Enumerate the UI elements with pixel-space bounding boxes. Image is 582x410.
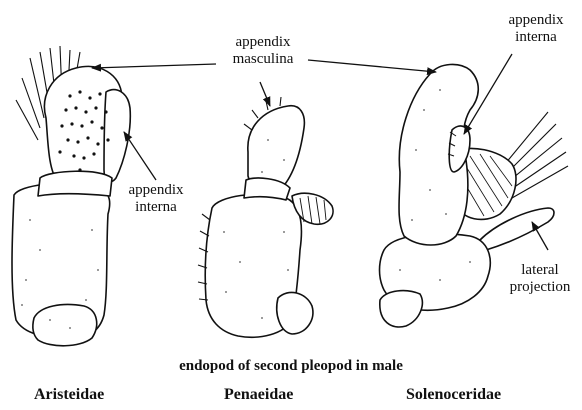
label-appendix-interna-left-line2: interna xyxy=(118,199,194,216)
label-appendix-interna-left-line1: appendix xyxy=(118,182,194,199)
penaeidae-endopod xyxy=(198,97,333,337)
label-appendix-interna-top: appendix interna xyxy=(498,12,574,46)
arrow-masculina-penaeidae xyxy=(260,82,270,106)
label-appendix-masculina: appendix masculina xyxy=(214,34,312,68)
label-appendix-interna-left: appendix interna xyxy=(118,182,194,216)
family-label-solenoceridae: Solenoceridae xyxy=(406,386,501,404)
arrow-interna-aristeidae xyxy=(124,132,156,180)
aristeidae-endopod xyxy=(12,46,130,346)
label-lateral-projection-line2: projection xyxy=(500,279,580,296)
arrow-masculina-solenoceridae xyxy=(308,60,436,72)
label-appendix-masculina-line2: masculina xyxy=(214,51,312,68)
label-lateral-projection: lateral projection xyxy=(500,262,580,296)
family-label-aristeidae: Aristeidae xyxy=(34,386,104,404)
arrow-masculina-aristeidae xyxy=(92,64,216,68)
family-label-penaeidae: Penaeidae xyxy=(224,386,293,404)
label-appendix-interna-top-line1: appendix xyxy=(498,12,574,29)
label-appendix-masculina-line1: appendix xyxy=(214,34,312,51)
label-lateral-projection-line1: lateral xyxy=(500,262,580,279)
label-appendix-interna-top-line2: interna xyxy=(498,29,574,46)
figure-caption: endopod of second pleopod in male xyxy=(0,358,582,375)
